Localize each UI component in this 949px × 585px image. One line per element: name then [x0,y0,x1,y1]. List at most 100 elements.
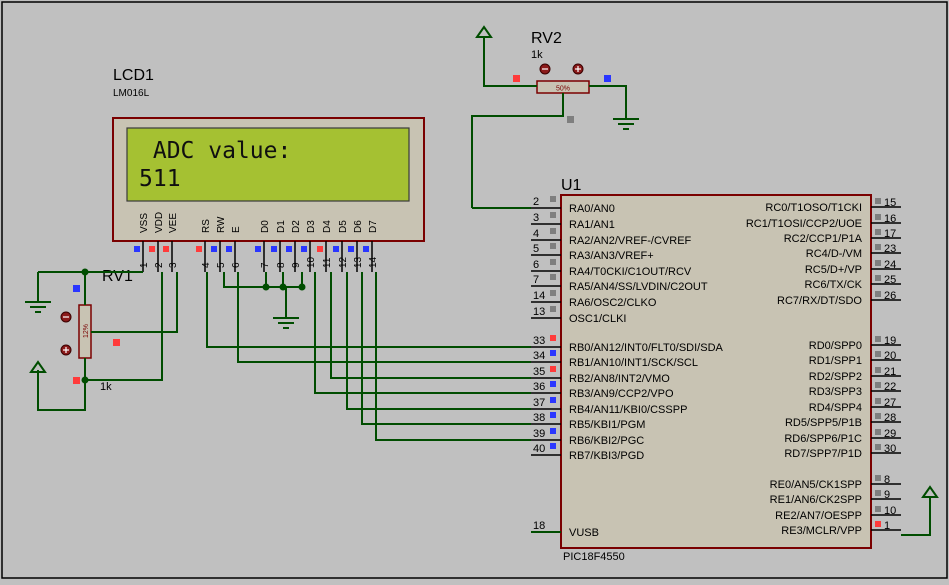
pin-state-marker [875,351,881,357]
mcu-pin-label: RC0/T1OSO/T1CKI [765,202,862,214]
lcd-pin-label: D4 [322,220,333,233]
pin-state-marker [875,336,881,342]
pin-state-marker [875,382,881,388]
wire [483,37,537,87]
mcu-pin-number: 37 [533,397,545,409]
mcu-ref: U1 [561,177,582,194]
mcu-pin-label: RE1/AN6/CK2SPP [770,494,862,506]
wire [901,497,931,536]
mcu-pin-number: 18 [533,520,545,532]
mcu-pin-label: RC7/RX/DT/SDO [777,295,862,307]
mcu-pin-label: RB3/AN9/CCP2/VPO [569,388,674,400]
mcu-pin-number: 26 [884,290,896,302]
mcu-pin-number: 15 [884,197,896,209]
wires [37,37,931,536]
pin-state-marker [875,198,881,204]
mcu-pin-label: RD7/SPP7/P1D [784,448,862,460]
pin-state-marker [550,397,556,403]
wire-junction [262,283,270,291]
pin-state-marker [550,212,556,218]
mcu-pin-label: RB7/KBI3/PGD [569,450,644,462]
mcu-pin-label: RA4/T0CKI/C1OUT/RCV [569,266,692,278]
lcd-pin-number: 14 [368,256,379,268]
wire [206,272,531,348]
pin-state-marker [550,428,556,434]
rv1-potentiometer[interactable]: 12% [60,304,92,359]
mcu-pin-number: 6 [533,259,539,271]
pin-state-marker [875,490,881,496]
lcd-screen [126,127,410,202]
mcu-pin-label: RD1/SPP1 [809,355,862,367]
mcu-pin-number: 30 [884,443,896,455]
lcd-pin-number: 9 [291,262,302,268]
mcu-pin-label: RB4/AN11/KBI0/CSSPP [569,404,687,416]
mcu-pin-label: RB6/KBI2/PGC [569,435,644,447]
lcd-pin-label: D6 [353,220,364,233]
wire [361,272,531,425]
pin-state-marker [211,246,217,252]
mcu-pin-number: 25 [884,274,896,286]
wire [223,272,303,288]
rv1-wiper-label: 12% [83,324,90,338]
rv2-wiper-label: 50% [556,86,570,93]
mcu-pin-number: 40 [533,443,545,455]
lcd-pin-label: E [231,226,242,233]
lcd-pin-number: 12 [338,256,349,268]
wire [375,272,531,441]
pin-state-marker [875,398,881,404]
pin-state-marker [550,443,556,449]
lcd-pin-number: 13 [353,256,364,268]
mcu-pin-number: 28 [884,412,896,424]
mcu-pin-label: RB5/KBI1/PGM [569,419,645,431]
rv2-ref: RV2 [531,30,562,47]
mcu-pin-label: RC5/D+/VP [805,264,862,276]
wire [85,272,163,381]
lcd-pin-label: VSS [139,213,150,233]
lcd-line-2: 511 [139,166,181,192]
mcu-pin-label: RC6/TX/CK [805,279,863,291]
mcu-pin-label: RE2/AN7/OESPP [775,510,862,522]
wire [37,358,86,411]
lcd-pin-label: D0 [260,220,271,233]
rv1-value: 1k [100,381,112,393]
mcu-pin-number: 27 [884,397,896,409]
lcd-pin-label: D5 [338,220,349,233]
pin-state-marker [255,246,261,252]
pin-state-marker [550,306,556,312]
lcd-pin-number: 8 [276,262,287,268]
mcu-pin-label: RD0/SPP0 [809,340,862,352]
mcu-pin-label: RC1/T1OSI/CCP2/UOE [746,218,862,230]
lcd-pin-number: 3 [168,262,179,268]
mcu-pin-label: RB0/AN12/INT0/FLT0/SDI/SDA [569,342,724,354]
lcd-pin-label: RS [201,219,212,233]
wire [471,93,564,208]
mcu-pin-label: RA5/AN4/SS/LVDIN/C2OUT [569,281,708,293]
mcu-body[interactable] [560,194,872,549]
power-rail-icon [475,25,493,38]
lcd-pin-label: D3 [306,220,317,233]
lcd-pin-number: 5 [216,262,227,268]
lcd-pin-number: 2 [154,262,165,268]
pin-state-marker [550,196,556,202]
mcu-pin-label: VUSB [569,527,599,539]
mcu-pin-number: 4 [533,228,539,240]
mcu-pin-number: 8 [884,474,890,486]
mcu-pin-label: RE0/AN5/CK1SPP [770,479,862,491]
pin-state-marker [113,339,120,346]
lcd-pin-number: 10 [306,256,317,268]
mcu-pin-label: RD5/SPP5/P1B [785,417,862,429]
pin-state-marker [604,75,611,82]
rv2-potentiometer[interactable]: 50% [536,63,590,94]
lcd-pin-number: 1 [139,262,150,268]
pin-state-marker [363,246,369,252]
mcu-pin-number: 38 [533,412,545,424]
lcd-display[interactable]: ADC value: 511 [112,117,425,242]
mcu-pin-label: RA2/AN2/VREF-/CVREF [569,235,692,247]
mcu-pin-number: 33 [533,335,545,347]
pin-state-marker [875,413,881,419]
pin-state-marker [875,444,881,450]
lcd-pin-label: VEE [168,213,179,233]
mcu-pin-number: 17 [884,228,896,240]
mcu-pin-number: 34 [533,350,545,362]
